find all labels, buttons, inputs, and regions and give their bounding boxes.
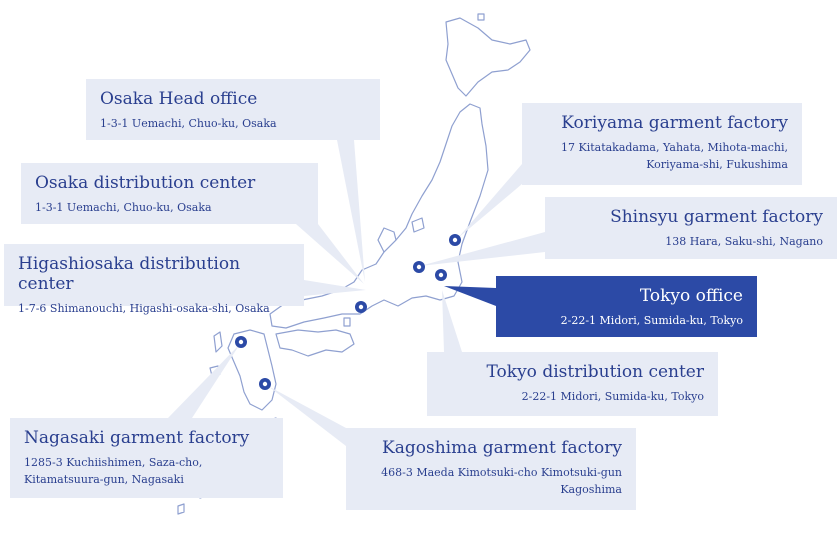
leader-tokyo-distribution-center — [442, 290, 462, 352]
card-kagoshima-garment-factory[interactable]: Kagoshima garment factory 468-3 Maeda Ki… — [346, 428, 636, 510]
leader-tokyo-office — [444, 286, 496, 306]
ring-marker-icon — [259, 378, 271, 390]
ring-marker-icon — [413, 261, 425, 273]
location-name: Nagasaki garment factory — [24, 428, 250, 448]
location-name: Osaka Head office — [100, 89, 258, 109]
location-address: 138 Hara, Saku-shi, Nagano — [665, 235, 823, 248]
location-address: 1285-3 Kuchiishimen, Saza-cho,Kitamatsuu… — [24, 456, 203, 486]
ring-marker-icon — [449, 234, 461, 246]
kyushu-island — [227, 329, 277, 411]
hokkaido-island — [445, 17, 531, 97]
leader-higashiosaka-distribution-center — [304, 280, 366, 296]
location-name: Kagoshima garment factory — [382, 438, 622, 458]
awaji-island — [343, 317, 351, 327]
card-higashiosaka-distribution-center[interactable]: Higashiosaka distribution center 1-7-6 S… — [4, 244, 304, 315]
location-address: 2-22-1 Midori, Sumida-ku, Tokyo — [560, 314, 743, 327]
rishiri-island — [477, 13, 485, 21]
card-koriyama-garment-factory[interactable]: Koriyama garment factory 17 Kitatakadama… — [522, 103, 802, 185]
leader-shinsyu-garment-factory — [420, 232, 545, 266]
leader-nagasaki-garment-factory — [168, 344, 240, 418]
location-name: Higashiosaka distribution center — [18, 254, 241, 294]
card-tokyo-distribution-center[interactable]: Tokyo distribution center 2-22-1 Midori,… — [427, 352, 718, 416]
leader-osaka-head-office — [337, 140, 365, 282]
leader-kagoshima-garment-factory — [268, 386, 346, 446]
card-osaka-head-office[interactable]: Osaka Head office 1-3-1 Uemachi, Chuo-ku… — [86, 79, 380, 140]
ring-marker-icon — [355, 301, 367, 313]
nansei-island-3 — [177, 503, 185, 515]
ring-marker-icon — [235, 336, 247, 348]
noto-peninsula — [377, 227, 397, 253]
location-name: Osaka distribution center — [35, 173, 256, 193]
honshu-island — [269, 103, 489, 329]
leader-koriyama-garment-factory — [458, 164, 522, 238]
location-name: Tokyo distribution center — [486, 362, 704, 382]
location-address: 17 Kitatakadama, Yahata, Mihota-machi,Ko… — [560, 141, 788, 171]
location-address: 1-3-1 Uemachi, Chuo-ku, Osaka — [100, 117, 277, 130]
card-shinsyu-garment-factory[interactable]: Shinsyu garment factory 138 Hara, Saku-s… — [545, 197, 837, 259]
location-name: Shinsyu garment factory — [610, 207, 823, 227]
card-nagasaki-garment-factory[interactable]: Nagasaki garment factory 1285-3 Kuchiish… — [10, 418, 283, 498]
shikoku-island — [275, 329, 355, 357]
location-address: 1-7-6 Shimanouchi, Higashi-osaka-shi, Os… — [18, 302, 270, 315]
location-address: 1-3-1 Uemachi, Chuo-ku, Osaka — [35, 201, 212, 214]
location-name: Koriyama garment factory — [561, 113, 788, 133]
tsushima-island — [213, 331, 223, 353]
sado-island — [411, 217, 425, 233]
location-name: Tokyo office — [639, 286, 743, 306]
card-tokyo-office[interactable]: Tokyo office 2-22-1 Midori, Sumida-ku, T… — [496, 276, 757, 337]
leader-osaka-distribution-center — [296, 224, 364, 284]
card-osaka-distribution-center[interactable]: Osaka distribution center 1-3-1 Uemachi,… — [21, 163, 318, 224]
ring-marker-icon — [435, 269, 447, 281]
location-address: 2-22-1 Midori, Sumida-ku, Tokyo — [521, 390, 704, 403]
